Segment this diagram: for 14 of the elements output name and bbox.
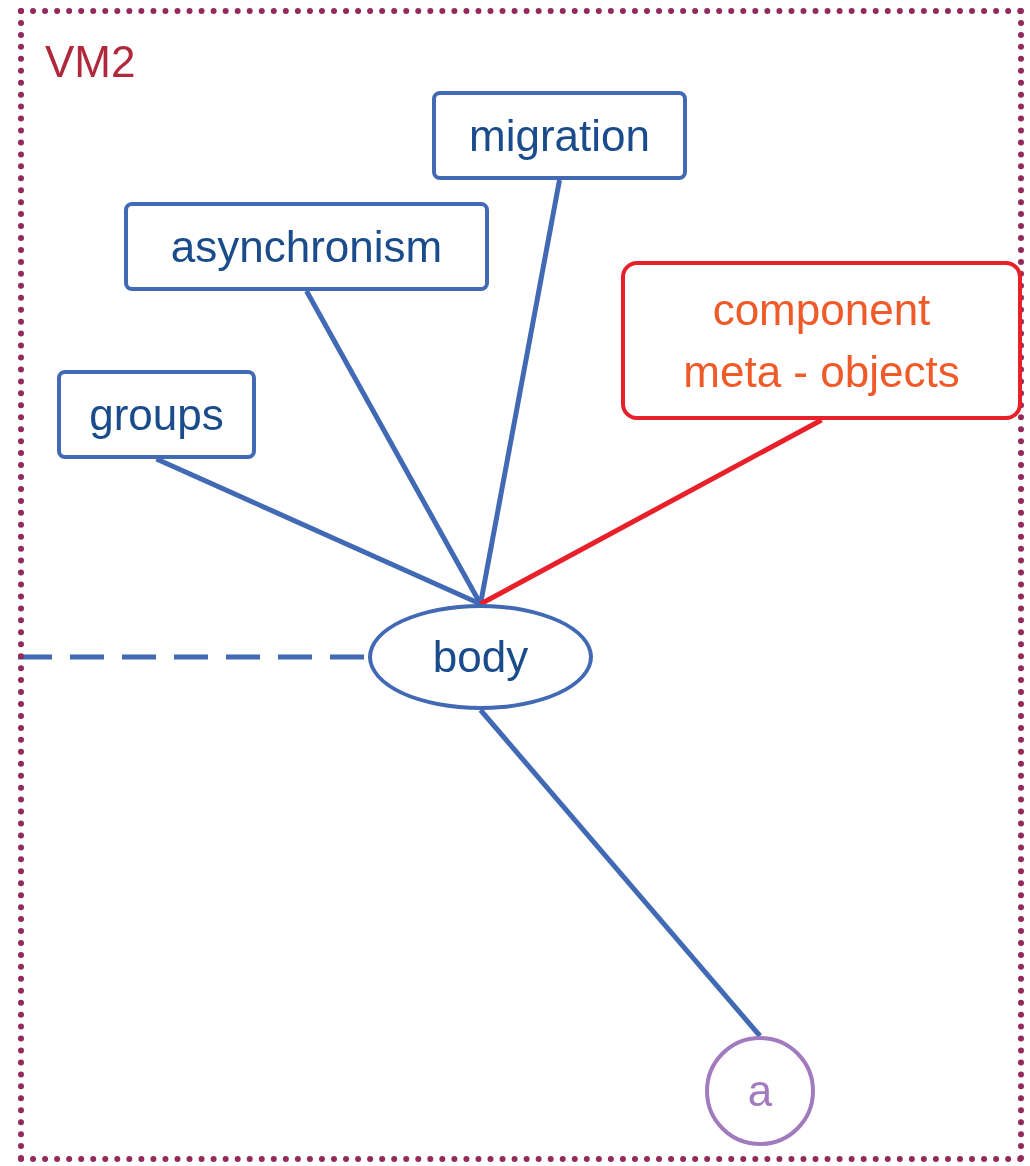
node-label: groups — [89, 389, 224, 441]
concept-box — [124, 202, 489, 291]
connector-line — [478, 708, 762, 1038]
node-label: VM2 — [45, 40, 136, 84]
concept-box — [432, 91, 687, 180]
node-label: migration — [469, 110, 650, 162]
node-label: component meta - objects — [682, 283, 961, 398]
vm-container — [18, 8, 1024, 1162]
concept-box — [57, 370, 256, 459]
node-label: body — [432, 631, 529, 683]
connector-line — [479, 417, 823, 607]
concept-box — [621, 261, 1022, 420]
node-label: asynchronism — [170, 221, 443, 273]
node-label: a — [747, 1069, 773, 1113]
